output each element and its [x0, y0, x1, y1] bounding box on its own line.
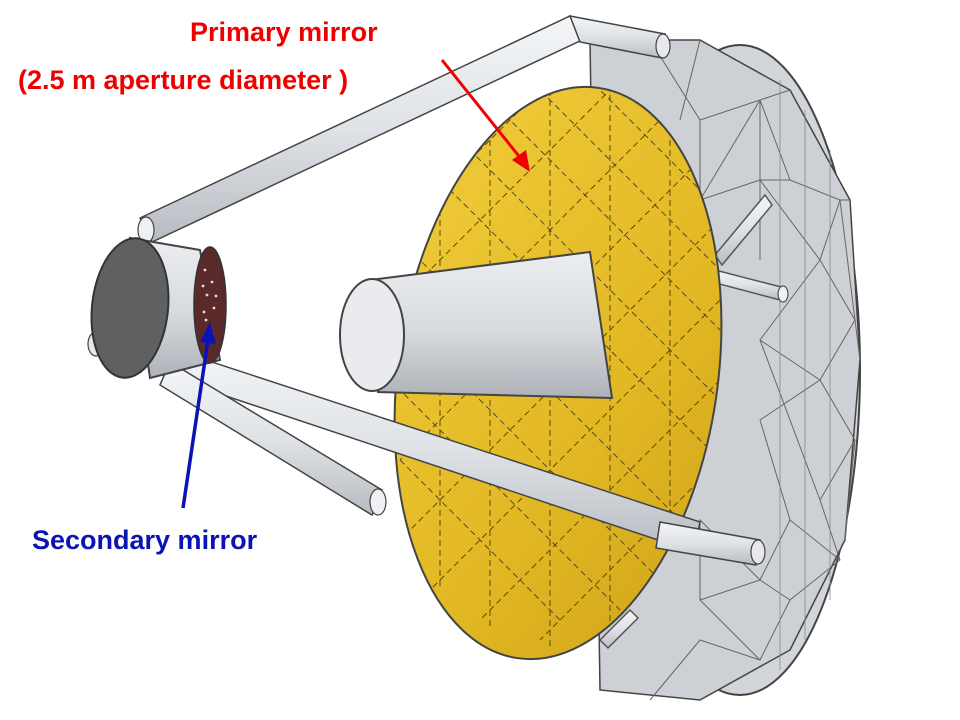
upper-strut [137, 15, 671, 244]
secondary-mirror-label: Secondary mirror [32, 525, 258, 555]
primary-mirror-aperture-label: (2.5 m aperture diameter ) [18, 65, 349, 95]
secondary-mirror [90, 236, 227, 380]
primary-mirror-label: Primary mirror [190, 17, 378, 47]
central-baffle [339, 250, 614, 400]
lower-strut [87, 331, 766, 566]
support-vane [598, 193, 789, 650]
primary-mirror-arrow [440, 59, 530, 172]
secondary-mirror-arrow [181, 322, 216, 509]
